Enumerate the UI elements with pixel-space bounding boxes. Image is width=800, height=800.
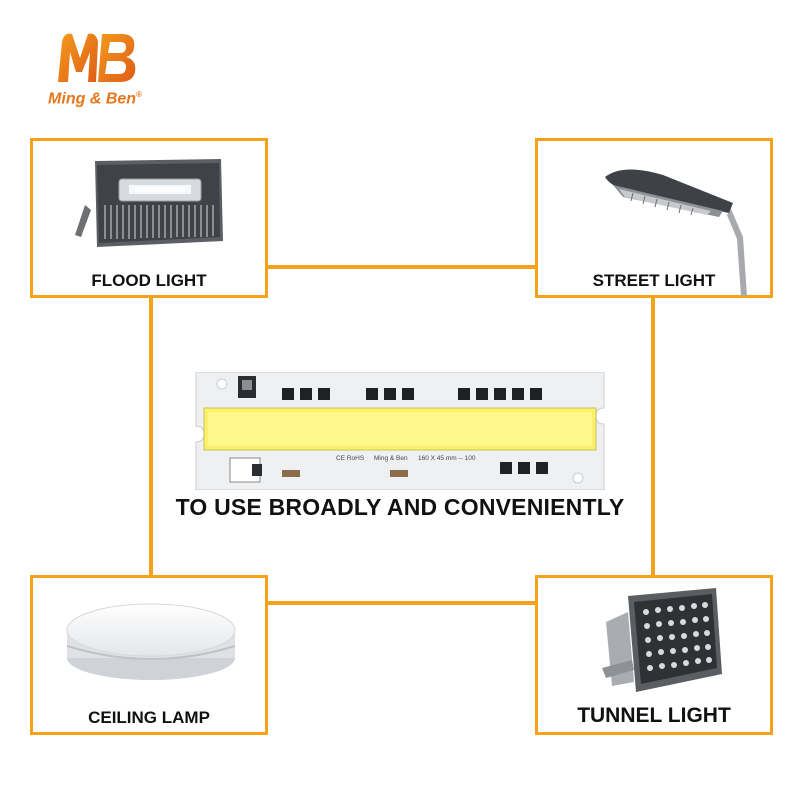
ceiling-lamp-label: CEILING LAMP	[88, 708, 210, 727]
cob-led-chip-image: CE RoHS Ming & Ben 160 X 45 mm -- 100	[195, 372, 605, 490]
street-light-box: STREET LIGHT	[535, 138, 773, 298]
street-light-label: STREET LIGHT	[592, 271, 716, 290]
connector-top	[265, 265, 537, 269]
chip-marking-brand: Ming & Ben	[374, 455, 408, 462]
registered-mark: ®	[136, 90, 142, 99]
street-light-image	[605, 169, 747, 296]
tunnel-light-label: TUNNEL LIGHT	[577, 704, 731, 727]
brand-logo-text: Ming & Ben®	[48, 90, 142, 108]
ceiling-lamp-image	[66, 603, 236, 680]
ceiling-lamp-box: CEILING LAMP	[30, 575, 268, 735]
brand-logo	[40, 20, 150, 90]
tunnel-light-image	[602, 588, 722, 692]
chip-marking-size: 160 X 45 mm -- 100	[418, 455, 476, 462]
headline: TO USE BROADLY AND CONVENIENTLY	[175, 494, 625, 520]
flood-light-image	[75, 159, 223, 247]
connector-bottom	[265, 601, 537, 605]
flood-light-label: FLOOD LIGHT	[91, 271, 207, 290]
brand-logo-mark	[58, 33, 136, 82]
chip-marking-ce: CE RoHS	[336, 455, 365, 462]
flood-light-box: FLOOD LIGHT	[30, 138, 268, 298]
tunnel-light-box: TUNNEL LIGHT	[535, 575, 773, 735]
connector-right	[651, 295, 655, 577]
connector-left	[149, 295, 153, 577]
